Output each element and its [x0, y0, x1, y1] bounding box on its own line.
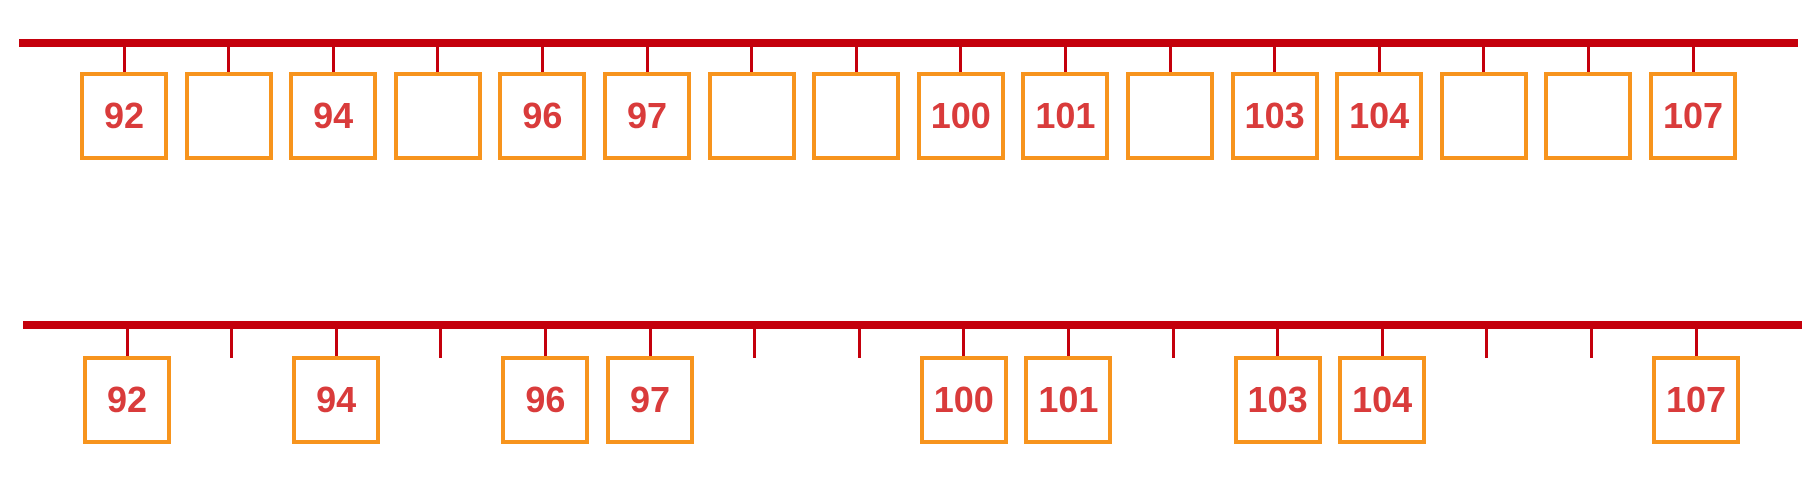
tick-103 [1276, 327, 1280, 358]
tick-empty [750, 45, 754, 72]
top-baseline [19, 39, 1798, 47]
tick-97 [645, 45, 649, 72]
number-label: 100 [930, 95, 991, 136]
tick-empty [439, 327, 443, 358]
tick-92 [125, 327, 129, 358]
tick-104 [1377, 45, 1381, 72]
number-label: 97 [629, 379, 671, 420]
number-box-97: 97 [603, 72, 691, 160]
tick-empty [857, 327, 861, 358]
tick-101 [1066, 327, 1070, 358]
number-box-103: 103 [1233, 356, 1322, 444]
number-box-94: 94 [289, 72, 378, 160]
tick-empty [1485, 327, 1489, 358]
number-label: 104 [1349, 95, 1410, 136]
number-label: 100 [933, 379, 994, 420]
number-label: 107 [1662, 95, 1724, 136]
number-label: 107 [1665, 379, 1727, 420]
tick-empty [1171, 327, 1175, 358]
number-label: 92 [103, 95, 145, 136]
tick-96 [543, 327, 547, 358]
number-label: 103 [1247, 379, 1308, 420]
number-box-100: 100 [916, 72, 1005, 160]
tick-empty [1482, 45, 1486, 72]
number-box-92: 92 [80, 72, 168, 160]
number-box-92: 92 [83, 356, 171, 444]
empty-box [393, 72, 482, 160]
tick-97 [648, 327, 652, 358]
number-box-97: 97 [606, 356, 694, 444]
number-box-104: 104 [1338, 356, 1427, 444]
empty-box [707, 72, 796, 160]
tick-empty [854, 45, 858, 72]
empty-box [1439, 72, 1528, 160]
number-label: 103 [1244, 95, 1305, 136]
tick-92 [122, 45, 126, 72]
tick-empty [1589, 327, 1593, 358]
number-label: 96 [525, 379, 566, 420]
tick-96 [540, 45, 544, 72]
number-label: 97 [626, 95, 668, 136]
number-box-107: 107 [1652, 356, 1740, 444]
number-label: 94 [316, 379, 357, 420]
tick-empty [1168, 45, 1172, 72]
number-label: 101 [1038, 379, 1099, 420]
number-box-101: 101 [1021, 72, 1110, 160]
tick-empty [230, 327, 234, 358]
tick-103 [1273, 45, 1277, 72]
number-label: 96 [522, 95, 563, 136]
tick-104 [1380, 327, 1384, 358]
empty-box [1544, 72, 1633, 160]
number-box-100: 100 [919, 356, 1008, 444]
tick-107 [1694, 327, 1698, 358]
tick-empty [1586, 45, 1590, 72]
number-box-96: 96 [498, 72, 587, 160]
bottom-baseline [23, 321, 1802, 329]
top-row: 92 94 96 97 100 101 103 104 107 [0, 0, 1819, 180]
empty-box [812, 72, 901, 160]
tick-100 [959, 45, 963, 72]
empty-box [184, 72, 273, 160]
tick-101 [1063, 45, 1067, 72]
tick-empty [436, 45, 440, 72]
number-label: 94 [313, 95, 354, 136]
number-label: 101 [1035, 95, 1096, 136]
number-box-103: 103 [1230, 72, 1319, 160]
tick-94 [331, 45, 335, 72]
number-box-104: 104 [1335, 72, 1424, 160]
number-label: 104 [1352, 379, 1413, 420]
tick-empty [753, 327, 757, 358]
number-box-96: 96 [501, 356, 590, 444]
tick-empty [227, 45, 231, 72]
bottom-row: 92 94 96 97 100 101 103 104 107 [0, 283, 1819, 463]
number-box-107: 107 [1649, 72, 1737, 160]
empty-box [1126, 72, 1214, 160]
tick-107 [1691, 45, 1695, 72]
tick-100 [962, 327, 966, 358]
number-box-94: 94 [292, 356, 381, 444]
number-label: 92 [106, 379, 148, 420]
tick-94 [334, 327, 338, 358]
number-box-101: 101 [1024, 356, 1113, 444]
